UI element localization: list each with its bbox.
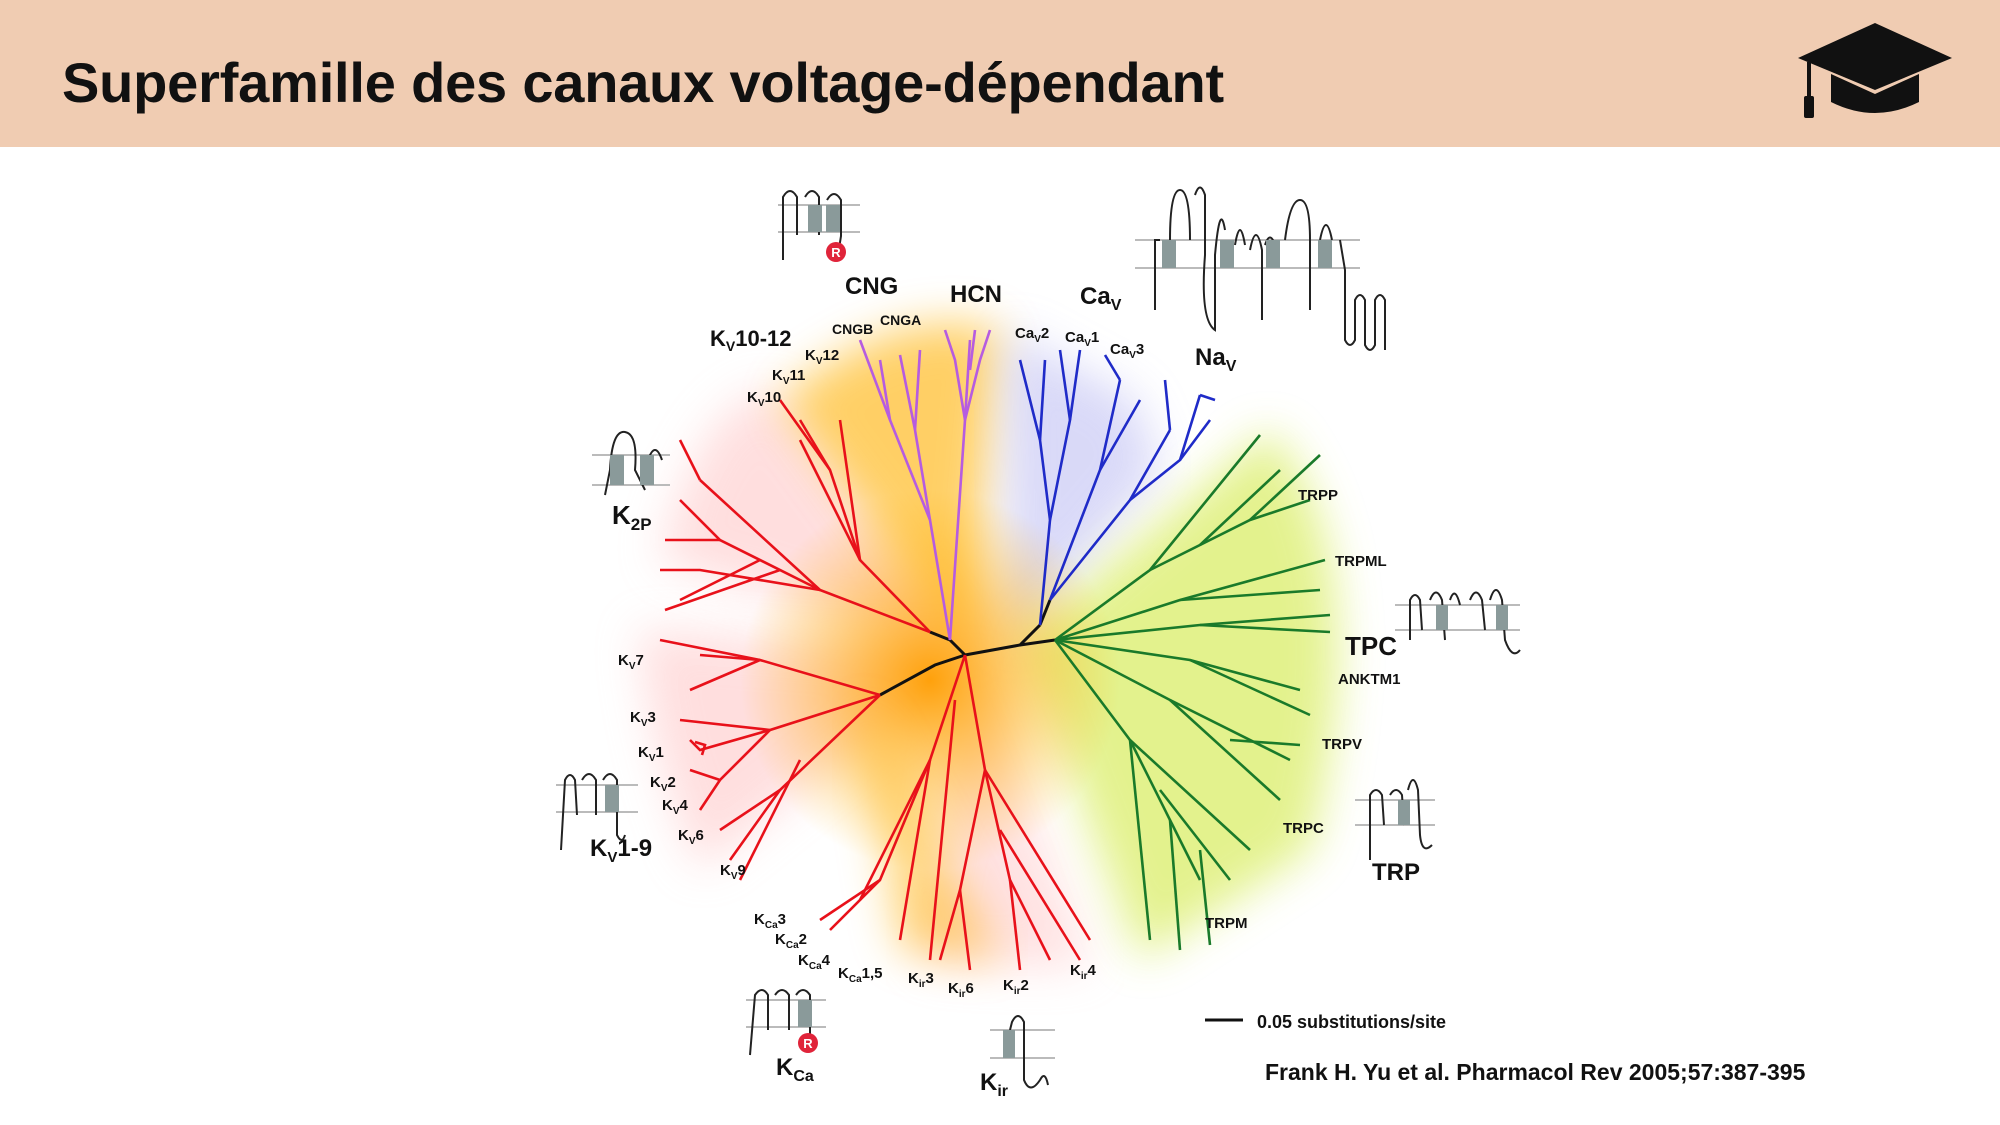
svg-text:0.05 substitutions/site: 0.05 substitutions/site <box>1257 1012 1446 1032</box>
label-kca2: KCa2 <box>775 931 807 951</box>
label-trp: TRP <box>1372 859 1420 886</box>
label-kv4: KV4 <box>662 797 689 817</box>
label-k2p: K2P <box>612 500 652 534</box>
channel-topology-tpc <box>1395 589 1521 655</box>
label-tpc: TPC <box>1345 631 1397 661</box>
label-anktm1: ANKTM1 <box>1338 671 1401 688</box>
label-cav2: CaV2 <box>1015 325 1049 345</box>
r-marker-kca: R <box>798 1033 818 1053</box>
trp-branches <box>1053 434 1331 951</box>
channel-topology-kir <box>990 1015 1055 1089</box>
label-trpp: TRPP <box>1298 487 1338 504</box>
label-kca15: KCa1,5 <box>838 965 883 985</box>
channel-topology-cng <box>778 190 860 260</box>
label-trpc: TRPC <box>1283 820 1324 837</box>
label-kv9: KV9 <box>720 862 746 882</box>
label-kv3: KV3 <box>630 709 656 729</box>
graduation-cap-icon <box>1798 23 1952 118</box>
label-kir2: Kir2 <box>1003 977 1029 997</box>
k-channel-branches <box>659 399 1092 971</box>
label-cng: CNG <box>845 273 898 300</box>
channel-topology-kv <box>556 773 638 851</box>
svg-text:R: R <box>831 245 841 260</box>
subfamily-labels: CNGB CNGA CaV2 CaV1 CaV3 KV12 KV11 KV10 … <box>618 312 1401 1000</box>
slide-header <box>0 0 2000 147</box>
label-cav1: CaV1 <box>1065 329 1099 349</box>
label-kv1: KV1 <box>638 744 664 764</box>
shaded-sectors <box>640 323 1338 967</box>
label-trpv: TRPV <box>1322 736 1362 753</box>
label-trpml: TRPML <box>1335 553 1387 570</box>
citation: Frank H. Yu et al. Pharmacol Rev 2005;57… <box>1265 1059 1806 1085</box>
label-kir4: Kir4 <box>1070 962 1097 982</box>
label-kv12: KV12 <box>805 347 839 367</box>
label-kv10: KV10 <box>747 389 781 409</box>
label-hcn: HCN <box>950 281 1002 308</box>
label-kv6: KV6 <box>678 827 704 847</box>
r-marker-cng: R <box>826 242 846 262</box>
label-kca: KCa <box>776 1054 814 1085</box>
label-kca4: KCa4 <box>798 952 831 972</box>
label-cav3: CaV3 <box>1110 341 1144 361</box>
cng-hcn-branches <box>858 329 992 641</box>
label-trpm: TRPM <box>1205 915 1248 932</box>
channel-topology-k2p <box>592 430 670 496</box>
label-kir3: Kir3 <box>908 970 934 990</box>
label-kv11: KV11 <box>772 367 805 387</box>
channel-topology-kca <box>746 989 826 1056</box>
scale-bar: 0.05 substitutions/site <box>1205 1012 1446 1032</box>
tree-core <box>879 599 1056 697</box>
label-cav: CaV <box>1080 283 1122 314</box>
label-kca3: KCa3 <box>754 911 786 931</box>
label-kir6: Kir6 <box>948 980 974 1000</box>
label-kv2: KV2 <box>650 774 676 794</box>
svg-text:R: R <box>803 1036 813 1051</box>
label-kv10-12: KV10-12 <box>710 326 792 354</box>
family-labels: CNG HCN CaV NaV KV10-12 K2P KV1-9 KCa Ki… <box>590 273 1420 1100</box>
channel-topology-cav <box>1135 186 1386 351</box>
slide-title: Superfamille des canaux voltage-dépendan… <box>62 51 1224 114</box>
label-cnga: CNGA <box>880 312 921 328</box>
label-kir: Kir <box>980 1069 1008 1100</box>
label-nav: NaV <box>1195 344 1237 375</box>
nav-cav-branches <box>1018 349 1216 626</box>
label-cngb: CNGB <box>832 321 873 337</box>
label-kv7: KV7 <box>618 652 644 672</box>
channel-topology-trp <box>1355 779 1435 860</box>
